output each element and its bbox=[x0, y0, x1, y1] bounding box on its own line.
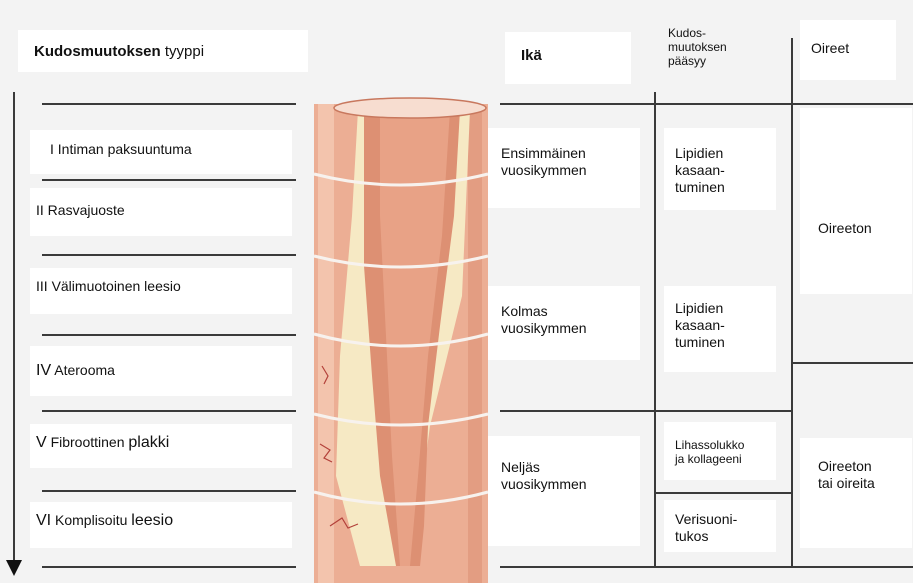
divider bbox=[500, 410, 792, 412]
column-divider bbox=[791, 38, 793, 567]
cause-header: Kudos- muutoksen pääsyy bbox=[668, 26, 727, 68]
type-text: Intiman paksuuntuma bbox=[58, 141, 192, 157]
divider bbox=[792, 362, 913, 364]
type-header-rest: tyyppi bbox=[165, 43, 204, 60]
divider bbox=[42, 179, 296, 181]
age-header: Ikä bbox=[521, 48, 542, 64]
column-divider bbox=[654, 92, 656, 567]
age-3: Neljäs vuosikymmen bbox=[501, 459, 587, 493]
symptoms-box-2 bbox=[800, 438, 912, 548]
type-text: Aterooma bbox=[54, 362, 115, 378]
type-text: Fibroottinen bbox=[51, 434, 125, 450]
type-header: Kudosmuutoksen tyyppi bbox=[34, 44, 204, 60]
type-numeral: IV bbox=[36, 362, 51, 379]
cause-3: Lihassolukko ja kollageeni bbox=[675, 438, 744, 466]
type-text-big: plakki bbox=[128, 434, 169, 451]
symptoms-header: Oireet bbox=[811, 40, 849, 56]
divider bbox=[42, 254, 296, 256]
type-numeral: V bbox=[36, 434, 47, 451]
type-numeral: I bbox=[50, 141, 54, 157]
type-text: Rasvajuoste bbox=[48, 202, 125, 218]
type-text: Komplisoitu bbox=[55, 512, 127, 528]
arrow-down-icon bbox=[6, 560, 22, 578]
cause-4: Verisuoni- tukos bbox=[675, 511, 737, 545]
type-numeral: II bbox=[36, 202, 44, 218]
divider bbox=[42, 566, 296, 568]
cause-2: Lipidien kasaan- tuminen bbox=[675, 300, 725, 351]
type-label-6: VI Komplisoitu leesio bbox=[36, 512, 173, 529]
divider bbox=[500, 103, 913, 105]
cause-1: Lipidien kasaan- tuminen bbox=[675, 145, 725, 196]
type-label-5: V Fibroottinen plakki bbox=[36, 434, 169, 451]
divider bbox=[42, 410, 296, 412]
symptoms-2: Oireeton tai oireita bbox=[818, 458, 875, 492]
artery-illustration bbox=[300, 96, 498, 583]
type-numeral: III bbox=[36, 278, 48, 294]
divider bbox=[500, 566, 913, 568]
age-1: Ensimmäinen vuosikymmen bbox=[501, 145, 587, 179]
type-label-1: I Intiman paksuuntuma bbox=[50, 141, 192, 157]
symptoms-1: Oireeton bbox=[818, 220, 872, 237]
type-text-big: leesio bbox=[131, 512, 173, 529]
type-numeral: VI bbox=[36, 512, 51, 529]
divider bbox=[42, 490, 296, 492]
divider bbox=[42, 334, 296, 336]
type-label-2: II Rasvajuoste bbox=[36, 202, 125, 218]
type-label-4: IV Aterooma bbox=[36, 362, 115, 379]
divider bbox=[42, 103, 296, 105]
type-label-3: III Välimuotoinen leesio bbox=[36, 278, 181, 294]
progression-arrow-line bbox=[13, 92, 15, 565]
age-2: Kolmas vuosikymmen bbox=[501, 303, 587, 337]
artery-opening bbox=[334, 98, 486, 118]
symptoms-box-1 bbox=[800, 108, 912, 294]
divider bbox=[655, 492, 792, 494]
type-header-bold: Kudosmuutoksen bbox=[34, 43, 161, 60]
type-text: Välimuotoinen leesio bbox=[52, 278, 181, 294]
